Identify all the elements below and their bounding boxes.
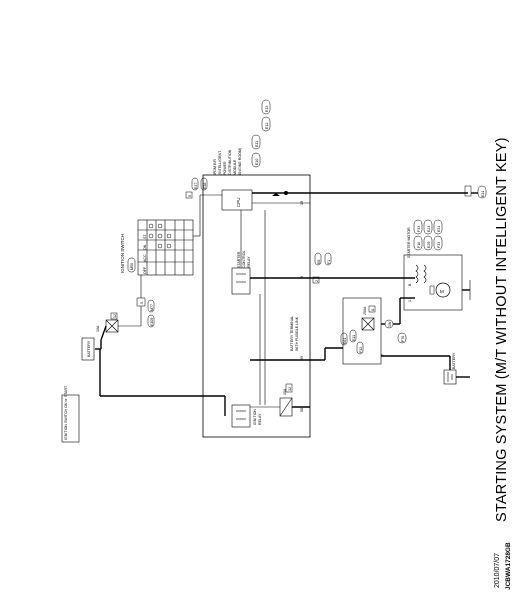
pin-58: 58	[300, 408, 304, 412]
pin-5: 5	[188, 195, 192, 197]
switch-pos-off: OFF	[143, 266, 147, 274]
ignition-switch-block	[137, 219, 194, 276]
fuse-10a-value: 10A	[96, 325, 100, 332]
ignition-switch-conn: M50	[130, 263, 134, 270]
battery-box-top	[81, 337, 95, 361]
cpu-box	[221, 189, 253, 211]
sm-conn-e29: E29	[427, 242, 431, 248]
ipdm-conn-e13: E13	[265, 106, 269, 112]
starter-relay-l1: STARTER	[237, 251, 241, 268]
conn-f32: F32	[359, 347, 363, 353]
conn-m77: M77	[150, 304, 154, 311]
conn-e8: E8	[317, 260, 321, 264]
pin-7: 7	[381, 354, 385, 356]
starter-motor-title: STARTER MOTOR	[407, 227, 411, 258]
ipdm-line-3: POWER	[223, 161, 227, 175]
pin-s-upper: S	[140, 301, 144, 304]
sm-conn-f33b: F33	[417, 226, 421, 232]
fusible-link-value: 250A	[363, 306, 367, 315]
conn-f1: F1	[327, 260, 331, 264]
fusible-link-l2: WITH FUSIBLE LINK	[295, 316, 299, 351]
switch-pos-on: ON	[143, 244, 147, 250]
fusible-link-l1: BATTERY TERMINAL	[290, 316, 294, 351]
pin-2: 2	[315, 280, 319, 282]
conn-e37: E37	[194, 183, 198, 189]
motor-label: M	[440, 289, 444, 294]
fusible-link-box	[342, 297, 382, 365]
ipdm-line-1: IPDM E/R	[213, 159, 217, 175]
fuse-15a-num: 32	[288, 387, 292, 391]
starter-motor-box	[403, 254, 463, 311]
battery-lower-label: BATTERY	[452, 352, 456, 369]
cpu-label: CPU	[236, 197, 241, 207]
ipdm-line-5: MODULE	[233, 159, 237, 175]
pin-b: B	[408, 283, 412, 286]
ipdm-line-2: (INTELLIGENT	[218, 150, 222, 175]
ign-switch-on-box	[61, 394, 80, 443]
pin-3: 3	[300, 276, 304, 278]
motor-symbol	[435, 282, 451, 298]
sm-conn-e31: E31	[437, 226, 441, 232]
ign-relay-l2: RELAY	[258, 413, 262, 425]
conn-e105: E105	[150, 318, 154, 326]
sm-conn-e21: E21	[427, 226, 431, 232]
starter-control-relay	[231, 267, 251, 295]
ignition-relay	[231, 404, 251, 428]
fusible-link-letter: A	[371, 308, 375, 311]
starter-relay-l2: CONTROL	[242, 250, 246, 268]
sm-conn-f33a: F33	[437, 242, 441, 248]
pin-1: 1	[408, 300, 412, 302]
conn-e11: E11	[352, 335, 356, 341]
fuse-15a-value: 15A	[283, 388, 287, 395]
switch-pos-acc: ACC	[143, 254, 147, 262]
ign-relay-l1: IGNITION	[253, 409, 257, 425]
ipdm-line-6: ENGINE ROOM)	[238, 148, 242, 175]
ipdm-er-box	[202, 174, 311, 438]
ipdm-conn-e11: E11	[255, 141, 259, 147]
battery-box-label: BATTERY	[87, 340, 91, 357]
battery-lower-symbol	[443, 369, 457, 385]
ipdm-conn-e10: E10	[255, 159, 259, 165]
ign-switch-on-label: IGNITION SWITCH ON or START	[64, 385, 68, 440]
ipdm-conn-e12: E12	[265, 123, 269, 129]
pin-49: 49	[300, 356, 304, 360]
conn-e38: E38	[203, 183, 207, 189]
fuse-10a-num: 12	[113, 314, 117, 318]
conn-e31-ground: E31	[481, 191, 485, 197]
starter-relay-l3: RELAY	[247, 256, 251, 268]
sm-conn-f10: F10	[417, 242, 421, 248]
ipdm-line-4: DISTRIBUTION	[228, 149, 232, 175]
conn-e61: E61	[343, 338, 347, 344]
pin-1w: 1W	[388, 321, 392, 327]
switch-pos-st: ST	[143, 234, 147, 239]
conn-f70: F70	[401, 336, 405, 342]
ignition-switch-title: IGNITION SWITCH	[120, 234, 125, 273]
